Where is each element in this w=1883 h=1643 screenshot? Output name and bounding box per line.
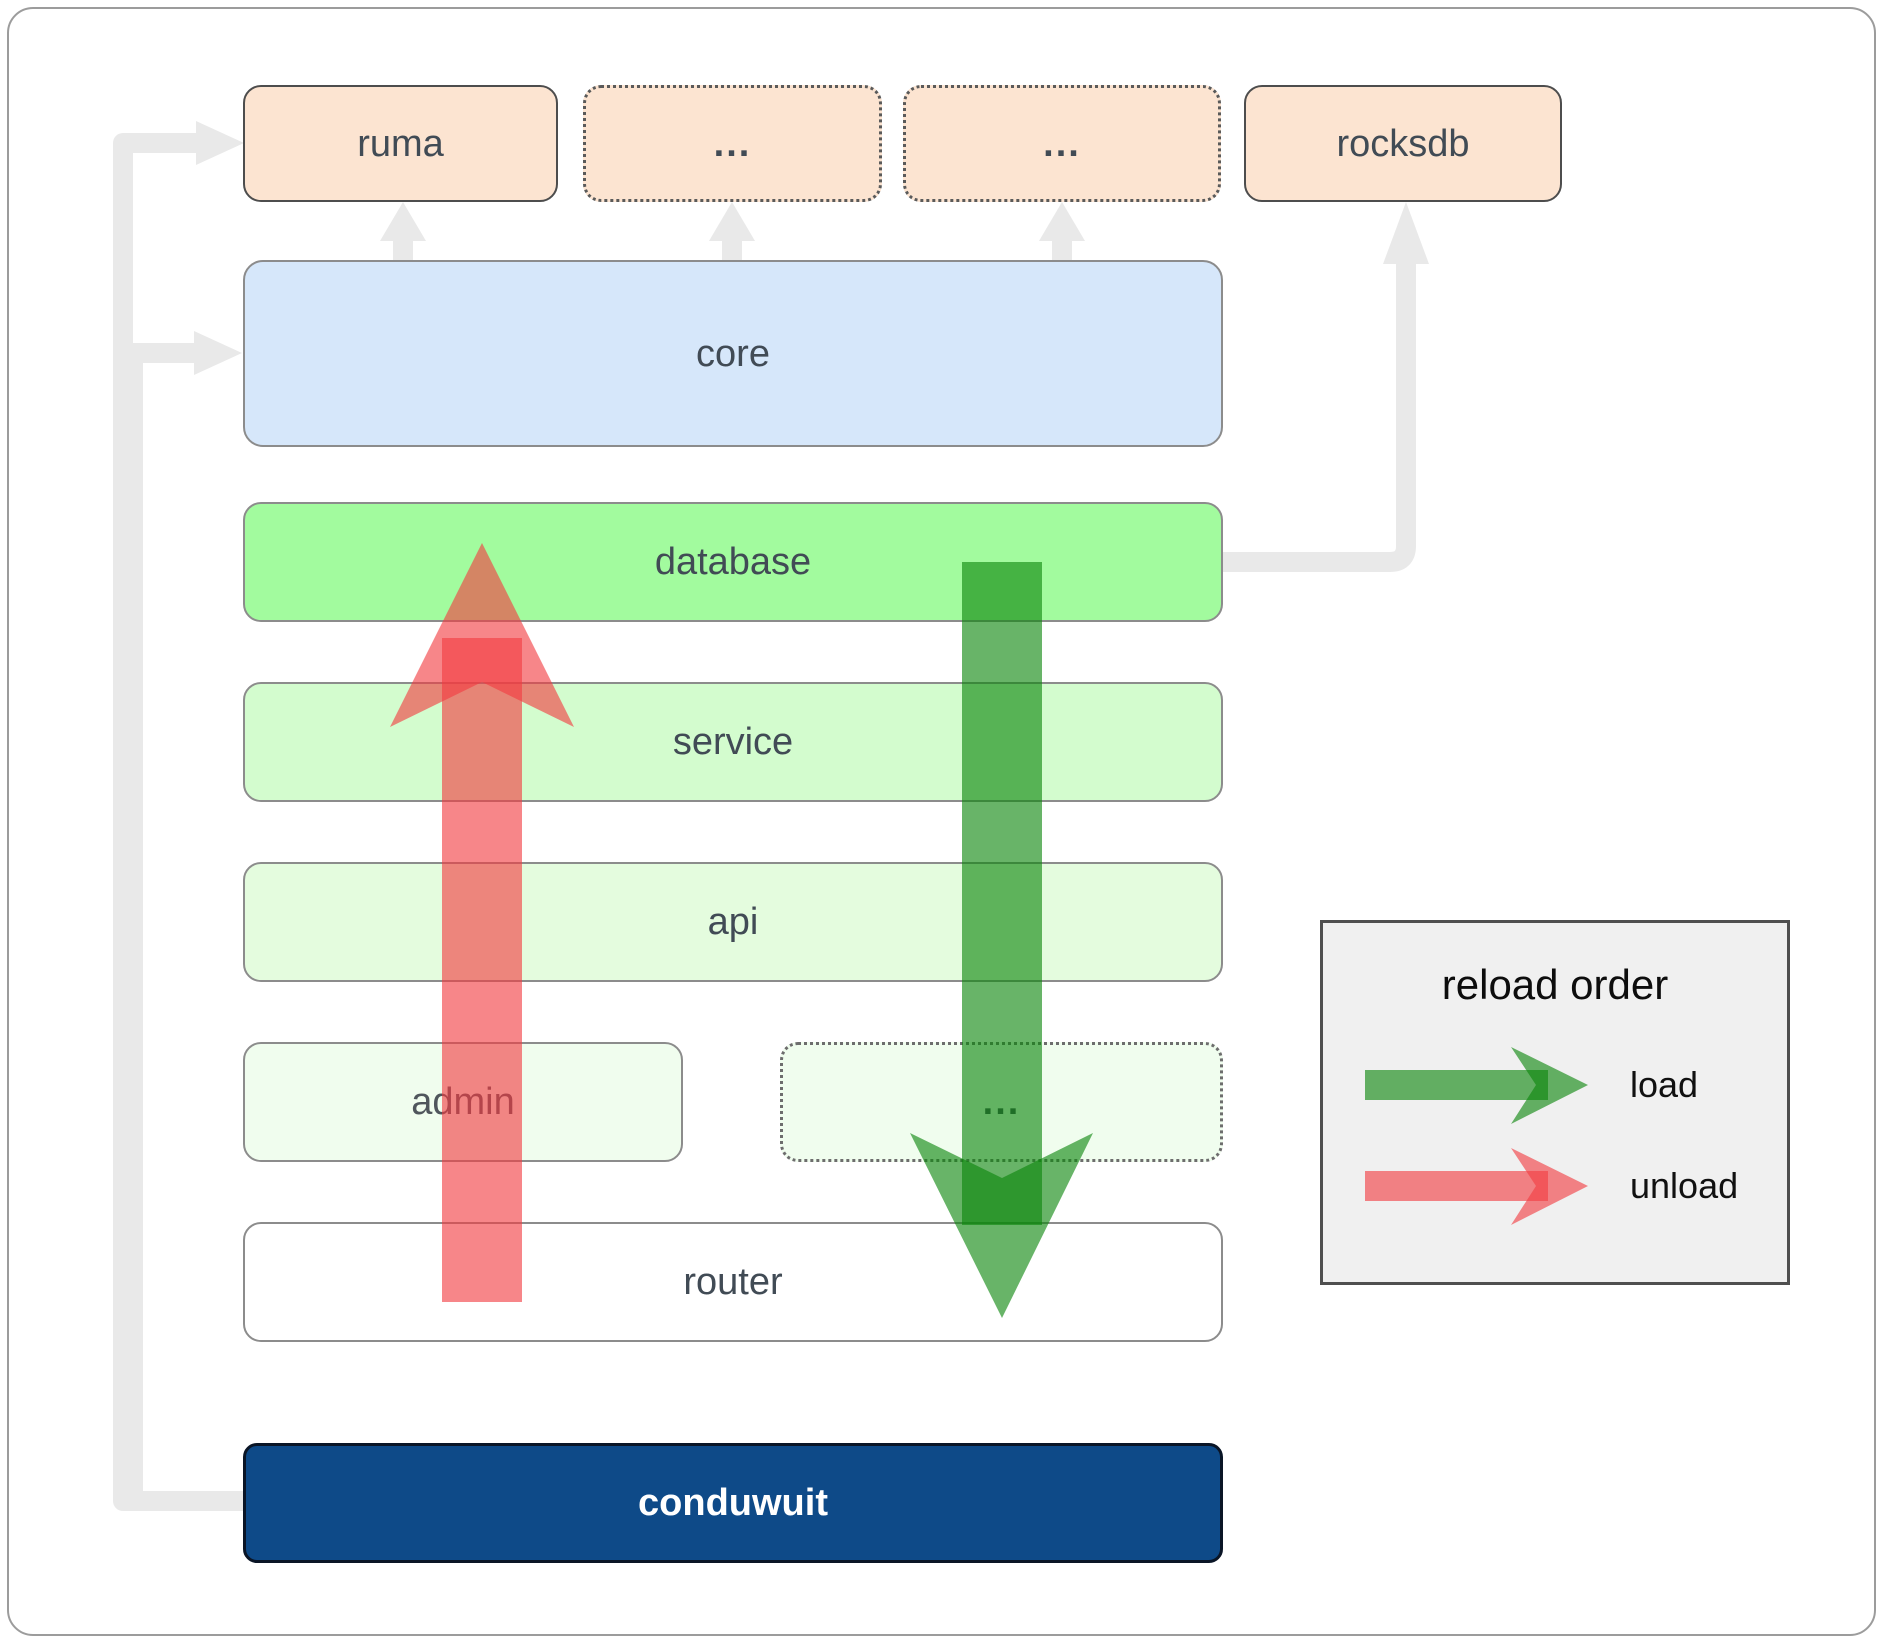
legend-load-label: load <box>1630 1064 1699 1105</box>
legend-unload-arrow-icon <box>1365 1148 1588 1225</box>
legend-reload-order: reload order load unload <box>1320 920 1790 1285</box>
legend-unload-label: unload <box>1630 1165 1739 1206</box>
legend-title: reload order <box>1441 961 1669 1008</box>
legend-load-arrow-icon <box>1365 1047 1588 1124</box>
diagram-outer-border <box>7 7 1876 1636</box>
